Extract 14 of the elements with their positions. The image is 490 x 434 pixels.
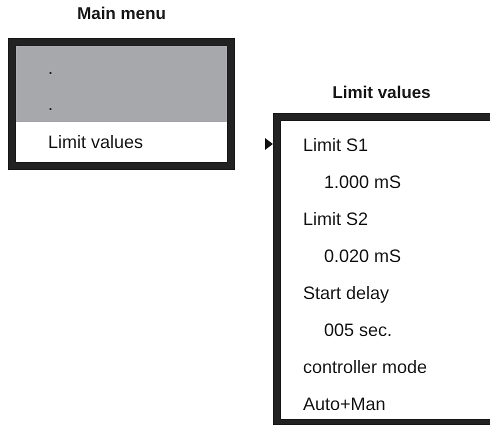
menu-item: . — [48, 93, 54, 116]
menu-item: Limit values — [48, 131, 144, 154]
setting-name: Limit S1 — [303, 134, 368, 157]
menu-item: . — [48, 57, 54, 80]
menu-title: Main menu — [77, 4, 166, 24]
setting-value: 1.000 mS — [324, 171, 402, 194]
setting-value: 005 sec. — [324, 319, 392, 342]
menu-title: Limit values — [332, 83, 431, 103]
setting-name: Auto+Man — [303, 393, 386, 416]
setting-name: controller mode — [303, 356, 428, 379]
pointer-arrow — [265, 138, 273, 150]
setting-name: Start delay — [303, 282, 390, 305]
setting-value: 0.020 mS — [324, 245, 402, 268]
setting-name: Limit S2 — [303, 208, 368, 231]
